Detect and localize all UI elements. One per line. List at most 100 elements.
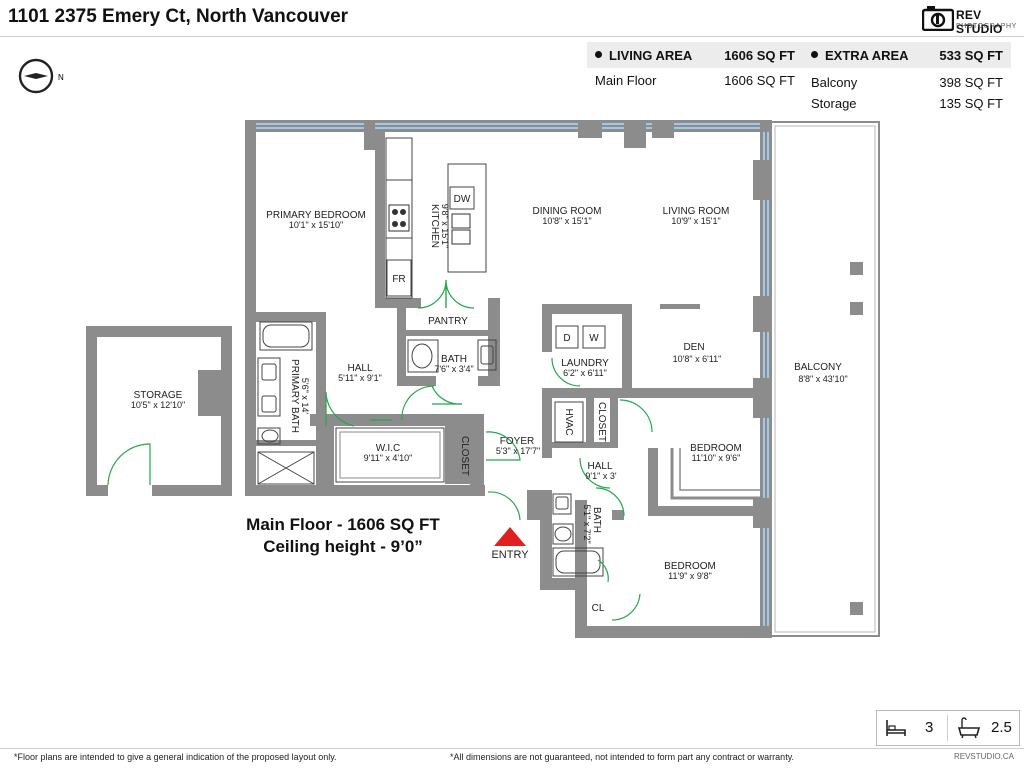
extra-area-panel: EXTRA AREA 533 SQ FT Balcony 398 SQ FT S… <box>803 42 1011 114</box>
wic-shelving-inner <box>339 431 441 479</box>
footer-disclaimer-layout: *Floor plans are intended to give a gene… <box>14 752 337 762</box>
room-name: CLOSET <box>596 402 607 442</box>
room-dims: 10'8" x 15'1" <box>542 216 591 226</box>
bedroom-closet-outline <box>670 448 762 500</box>
room-name: KITCHEN <box>429 204 440 248</box>
doors <box>325 279 653 621</box>
camera-icon <box>922 6 954 31</box>
room-name: LAUNDRY <box>561 358 609 369</box>
counts-divider <box>947 715 948 741</box>
area-row-label: Main Floor <box>595 73 657 88</box>
listing-title: 1101 2375 Emery Ct, North Vancouver <box>8 6 349 27</box>
area-row-value: 1606 SQ FT <box>724 73 795 88</box>
washer <box>582 325 606 349</box>
room-dims: 9'1" x 3' <box>585 471 616 481</box>
room-labels: PRIMARY BEDROOM 10'1" x 15'10" KITCHEN 9… <box>131 204 848 614</box>
brand-logo: REV STUDIO PHOTOGRAPHY <box>922 5 1022 36</box>
room-name: CLOSET <box>459 436 470 476</box>
bathtub-icon <box>957 717 981 739</box>
room-dims: 9'11" x 4'10" <box>364 453 413 463</box>
area-row-label: Storage <box>811 96 857 111</box>
storage-door <box>107 443 151 486</box>
room-name: BALCONY <box>794 362 842 373</box>
bedroom-closet-outline-inner <box>679 448 762 491</box>
washer-label: W <box>589 333 599 344</box>
bed-bath-counts: 3 2.5 <box>876 710 1020 746</box>
logo-tagline: PHOTOGRAPHY <box>956 23 1017 30</box>
sink-icon <box>451 213 471 245</box>
entry-arrow-icon <box>494 527 526 546</box>
area-row: Main Floor 1606 SQ FT <box>587 70 803 91</box>
hvac-box <box>554 401 584 443</box>
living-area-panel: LIVING AREA 1606 SQ FT Main Floor 1606 S… <box>587 42 803 91</box>
extra-area-header: EXTRA AREA 533 SQ FT <box>803 42 1011 68</box>
bathroom-count: 2.5 <box>991 719 1012 736</box>
room-dims: 9'8" x 15'1" <box>440 204 450 248</box>
room-name: HALL <box>587 461 612 472</box>
bed-icon <box>886 720 906 736</box>
footer-website: REVSTUDIO.CA <box>953 752 1014 761</box>
kitchen-island <box>447 163 487 273</box>
room-dims: 11'9" x 9'8" <box>668 571 712 581</box>
extra-area-total: 533 SQ FT <box>939 48 1003 63</box>
room-name: HVAC <box>563 408 574 435</box>
room-dims: 5'3" x 17'7" <box>496 446 540 456</box>
dishwasher-label: DW <box>454 194 471 205</box>
bullet-icon <box>595 51 602 58</box>
bedroom-count: 3 <box>925 719 934 736</box>
entry-label: ENTRY <box>491 549 529 561</box>
room-name: STORAGE <box>134 390 183 401</box>
room-name: FOYER <box>500 436 534 447</box>
room-name: BATH <box>441 354 467 365</box>
area-row-value: 135 SQ FT <box>939 96 1003 111</box>
living-area-header: LIVING AREA 1606 SQ FT <box>587 42 803 68</box>
room-dims: 5'6" x 14' <box>300 378 310 414</box>
room-name: HALL <box>347 363 372 374</box>
room-name: BEDROOM <box>690 443 742 454</box>
room-dims: 10'5" x 12'10" <box>131 400 185 410</box>
area-row: Storage 135 SQ FT <box>803 93 1011 114</box>
room-dims: 6'2" x 6'11" <box>563 368 607 378</box>
area-row-label: Balcony <box>811 75 858 90</box>
right-mullions <box>753 160 772 528</box>
extra-area-label: EXTRA AREA <box>825 48 909 63</box>
wic-shelving <box>335 427 445 483</box>
balcony-post <box>850 602 863 615</box>
fridge <box>386 259 412 297</box>
compass-icon: N <box>18 58 64 94</box>
room-dims: 5'1" x 7'2" <box>582 504 592 543</box>
room-dims: 10'1" x 15'10" <box>289 220 343 230</box>
balcony-post <box>850 262 863 275</box>
floor-summary: Main Floor - 1606 SQ FT Ceiling height -… <box>228 514 458 558</box>
window-mullions <box>364 120 674 150</box>
living-area-total: 1606 SQ FT <box>724 48 795 63</box>
bath-fixtures <box>407 339 497 373</box>
dryer <box>555 325 579 349</box>
room-name: LIVING ROOM <box>663 206 730 217</box>
living-area-label: LIVING AREA <box>609 48 693 63</box>
fridge-label: FR <box>392 274 405 285</box>
room-name: BATH <box>591 507 602 533</box>
room-dims: 10'9" x 15'1" <box>671 216 720 226</box>
area-row-value: 398 SQ FT <box>939 75 1003 90</box>
balcony-inner-outline <box>774 125 876 633</box>
room-name: PRIMARY BATH <box>289 359 300 433</box>
header-divider <box>0 36 1024 37</box>
area-row: Balcony 398 SQ FT <box>803 72 1011 93</box>
room-name: BEDROOM <box>664 561 716 572</box>
room-dims: 11'10" x 9'6" <box>692 453 741 463</box>
closet-label: CL <box>592 603 605 614</box>
room-dims: 10'8" x 6'11" <box>673 354 722 364</box>
footer-disclaimer-dimensions: *All dimensions are not guaranteed, not … <box>450 752 795 762</box>
room-dims: 5'11" x 9'1" <box>338 373 382 383</box>
logo-name: REV STUDIO <box>956 8 1003 36</box>
room-dims: 7'6" x 3'4" <box>434 364 473 374</box>
compass-north-label: N <box>58 73 64 82</box>
room-name: PRIMARY BEDROOM <box>266 210 366 221</box>
room-dims: 8'8" x 43'10" <box>798 374 847 384</box>
bullet-icon <box>811 51 818 58</box>
cooktop-icon <box>388 204 410 232</box>
room-name: PANTRY <box>428 316 468 327</box>
footer-divider <box>0 748 1024 749</box>
